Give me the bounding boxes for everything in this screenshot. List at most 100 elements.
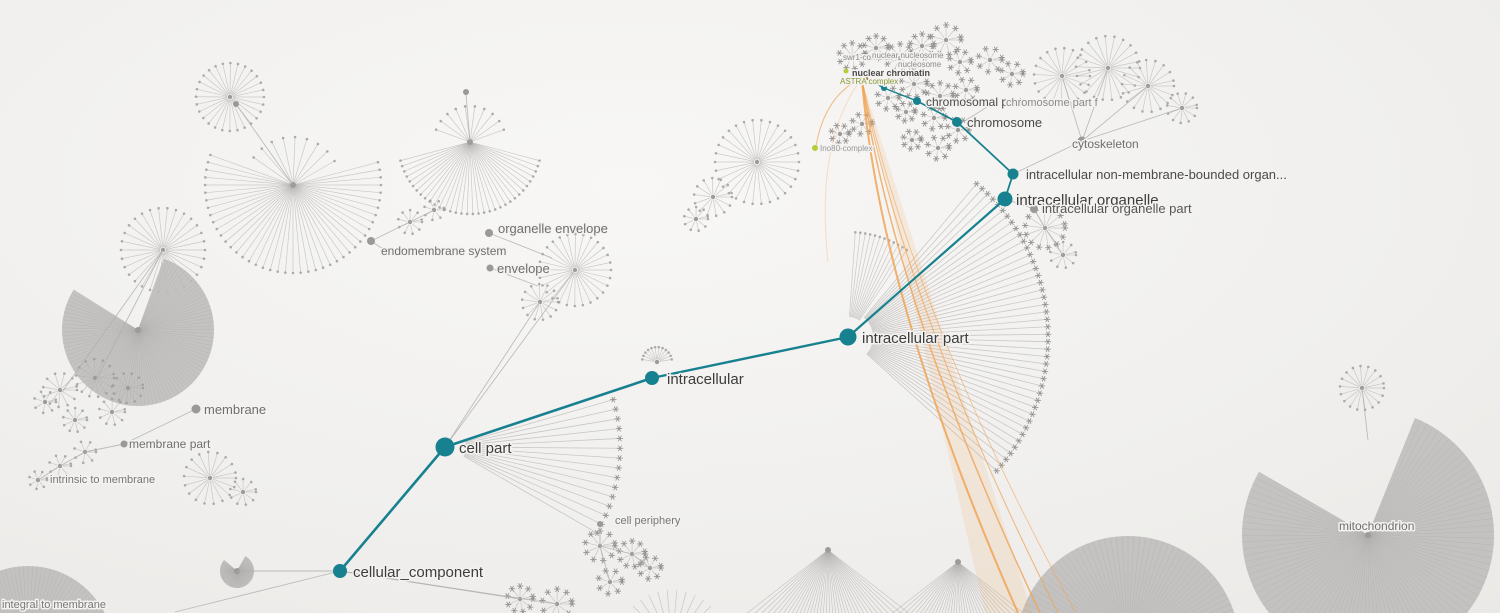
graph-node[interactable]	[992, 99, 998, 105]
graph-node[interactable]	[597, 521, 603, 527]
node-label[interactable]: intrinsic to membrane	[49, 473, 157, 488]
highlight-node-non-membrane-bounded-organelle[interactable]	[1007, 168, 1019, 180]
graph-edge	[1081, 67, 1109, 142]
branch-cluster	[632, 590, 712, 613]
node-label[interactable]: intracellular non-membrane-bounded organ…	[1025, 166, 1289, 184]
highlight-edge	[443, 376, 654, 449]
graph-node[interactable]	[485, 229, 493, 237]
branch-cluster	[520, 282, 560, 322]
graph-edge	[59, 451, 86, 467]
node-label[interactable]: intracellular part	[861, 329, 972, 349]
graph-node[interactable]	[386, 250, 392, 256]
highlight-edge	[916, 100, 958, 123]
graph-node[interactable]	[191, 404, 201, 414]
node-label[interactable]: cellular_component	[352, 563, 486, 583]
branch-cluster	[899, 128, 925, 153]
branch-cluster	[927, 21, 965, 58]
branch-cluster	[897, 67, 931, 100]
branch-cluster	[1074, 34, 1142, 102]
highlight-node-upper-node[interactable]	[881, 85, 887, 91]
branch-cluster	[111, 372, 145, 405]
node-label[interactable]: mitochondrion	[1338, 518, 1416, 535]
branch-cluster	[945, 48, 975, 77]
graph-edge	[489, 267, 539, 287]
highlight-node-intracellular-organelle[interactable]	[997, 191, 1013, 207]
highlight-edge	[956, 121, 1014, 175]
branch-cluster	[537, 232, 613, 308]
node-label[interactable]: envelope	[496, 260, 552, 278]
node-label[interactable]: swr1-complex	[842, 52, 894, 64]
graph-node[interactable]	[1077, 136, 1087, 146]
branch-cluster	[923, 134, 953, 163]
node-label[interactable]: membrane part	[128, 436, 213, 453]
node-label[interactable]: integral to membrane	[1, 598, 108, 613]
branch-cluster	[1241, 418, 1494, 613]
branch-cluster	[434, 105, 506, 145]
branch-cluster	[41, 372, 79, 409]
branch-cluster	[62, 406, 89, 434]
node-label[interactable]: chromosomal part	[925, 94, 1025, 111]
branch-cluster	[595, 567, 626, 598]
graph-edge	[409, 209, 435, 223]
graph-node[interactable]	[1030, 205, 1038, 213]
graph-edge	[1081, 107, 1183, 142]
green-node[interactable]	[843, 68, 849, 74]
branch-cluster	[1021, 536, 1235, 613]
branch-cluster	[1021, 204, 1069, 251]
branch-cluster	[683, 205, 710, 233]
graph-edge	[1012, 140, 1083, 175]
highlight-node-intracellular-part[interactable]	[839, 328, 857, 346]
graph-edge	[1061, 75, 1083, 142]
graph-node[interactable]	[367, 237, 375, 245]
branch-cluster	[919, 104, 949, 133]
highlight-node-cell-part[interactable]	[435, 437, 455, 457]
node-label[interactable]: endomembrane system	[380, 243, 508, 260]
graph-node[interactable]	[120, 440, 128, 448]
highlight-node-cellular-component[interactable]	[333, 564, 347, 578]
branch-cluster	[538, 585, 576, 613]
branch-cluster	[0, 566, 105, 613]
node-label[interactable]: intracellular organelle	[1015, 191, 1161, 211]
green-node[interactable]	[812, 145, 818, 151]
node-label[interactable]: cell periphery	[614, 514, 683, 529]
branch-cluster	[33, 390, 58, 415]
branch-cluster	[1049, 240, 1078, 269]
node-label[interactable]: chromosome	[966, 114, 1044, 132]
node-label[interactable]: nucleosome	[897, 59, 944, 71]
node-label[interactable]: cell part	[458, 439, 514, 459]
orange-edge	[815, 77, 863, 147]
graph-edge	[1361, 387, 1369, 441]
graph-edge	[599, 545, 611, 583]
graph-node[interactable]	[486, 264, 494, 272]
selected-node[interactable]	[856, 70, 868, 82]
graph-edge	[95, 249, 164, 381]
orange-edge	[861, 79, 1059, 613]
node-label[interactable]: nuclear chromatin	[851, 67, 932, 80]
graph-node[interactable]	[463, 89, 469, 95]
branch-cluster	[194, 61, 266, 133]
node-label[interactable]: nuclear nucleosome	[871, 50, 946, 62]
branch-cluster	[951, 76, 981, 105]
node-label[interactable]: intracellular	[666, 370, 746, 390]
orange-edge	[861, 79, 1077, 613]
node-label[interactable]: chromosome part f	[1005, 96, 1101, 111]
branch-cluster	[74, 357, 116, 399]
node-label[interactable]: Ino80-complex	[819, 143, 874, 155]
branch-cluster	[923, 79, 957, 112]
highlight-node-intracellular[interactable]	[645, 371, 659, 385]
node-label[interactable]: intracellular organelle part	[1041, 200, 1194, 218]
node-label[interactable]: organelle envelope	[497, 220, 610, 238]
graph-node[interactable]	[233, 101, 239, 107]
branch-cluster	[892, 559, 1024, 613]
highlight-node-chromosome[interactable]	[952, 117, 962, 127]
branch-cluster	[252, 135, 336, 188]
branch-cluster	[229, 477, 258, 506]
highlight-edge	[650, 335, 850, 380]
node-label[interactable]: membrane	[203, 401, 268, 419]
node-label[interactable]: ASTRA complex	[839, 76, 900, 88]
node-label[interactable]: cytoskeleton	[1071, 136, 1141, 153]
graph-edge	[370, 221, 411, 242]
highlight-node-chromosomal-part[interactable]	[913, 97, 921, 105]
